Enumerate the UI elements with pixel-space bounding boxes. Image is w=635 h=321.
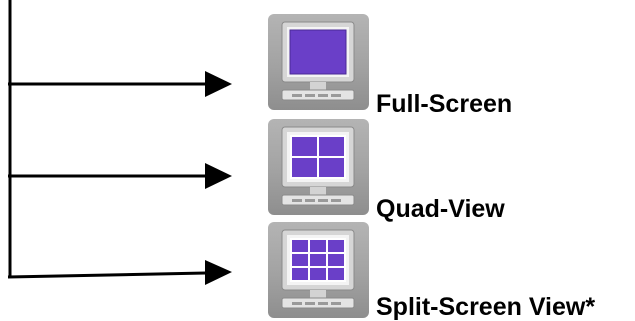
quad-view-monitor-icon bbox=[281, 126, 355, 206]
full-screen-label: Full-Screen bbox=[376, 90, 513, 118]
full-screen-monitor-icon bbox=[281, 21, 355, 101]
split-screen-view-button[interactable] bbox=[268, 222, 369, 318]
quad-view-button[interactable] bbox=[268, 119, 369, 215]
connector-arrow-full-screen bbox=[8, 71, 232, 97]
connector-arrow-quad-view bbox=[8, 163, 232, 189]
split-screen-monitor-icon bbox=[281, 229, 355, 309]
full-screen-button[interactable] bbox=[268, 14, 369, 110]
connector-arrow-split-screen-view bbox=[7, 260, 232, 285]
quad-view-label: Quad-View bbox=[376, 195, 505, 223]
split-screen-view-label: Split-Screen View* bbox=[376, 293, 596, 321]
